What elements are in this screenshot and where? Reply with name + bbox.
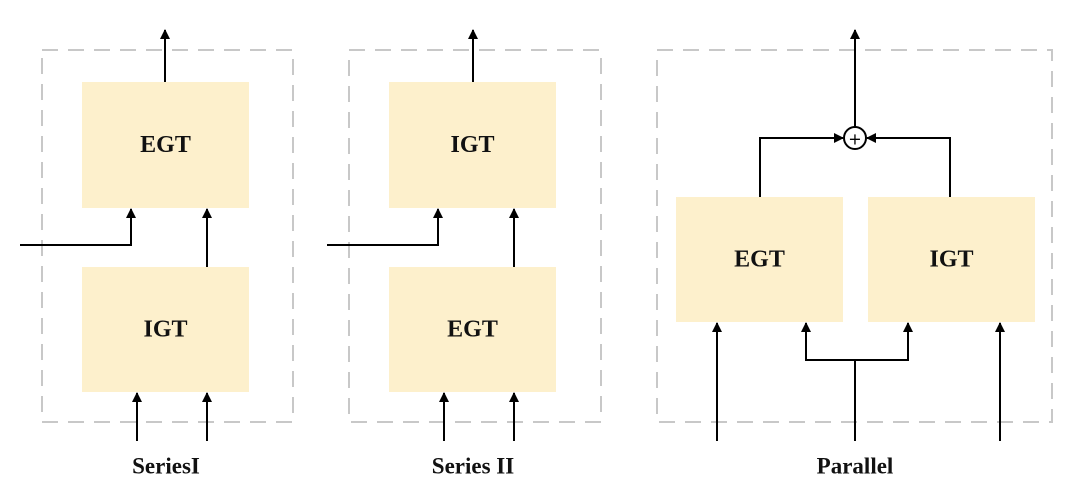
series2-caption: Series II — [432, 454, 514, 479]
series2-group: IGT EGT Series II — [327, 29, 602, 479]
parallel-right-block-label: IGT — [929, 247, 973, 273]
series1-bottom-block-label: IGT — [143, 317, 187, 343]
parallel-left-block-label: EGT — [734, 247, 785, 273]
series1-top-block-label: EGT — [140, 132, 191, 158]
parallel-caption: Parallel — [817, 454, 894, 479]
parallel-left-to-sum-arrow — [759, 133, 844, 197]
series1-top-block — [82, 82, 249, 208]
sum-node-symbol: + — [848, 130, 861, 149]
series2-top-block — [389, 82, 556, 208]
series1-side-input-arrow — [20, 208, 136, 246]
parallel-shared-input-to-right-arrow — [855, 322, 913, 361]
series2-top-block-label: IGT — [450, 132, 494, 158]
parallel-left-block — [676, 197, 843, 322]
parallel-right-to-sum-arrow — [866, 133, 951, 197]
series1-caption: SeriesI — [132, 454, 200, 479]
parallel-right-block — [868, 197, 1035, 322]
parallel-shared-input-to-left-arrow — [801, 322, 855, 361]
series2-bottom-block-label: EGT — [447, 317, 498, 343]
series2-side-input-arrow — [327, 208, 443, 246]
series1-bottom-block — [82, 267, 249, 392]
series2-bottom-block — [389, 267, 556, 392]
series1-group: EGT IGT SeriesI — [20, 29, 294, 479]
parallel-group: EGT IGT + Parallel — [656, 29, 1053, 479]
